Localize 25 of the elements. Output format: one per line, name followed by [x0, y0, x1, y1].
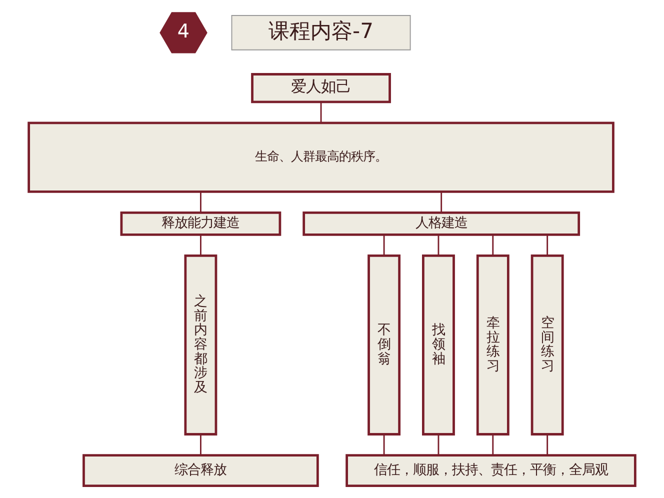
connector: [200, 434, 202, 456]
connector: [546, 234, 548, 256]
node-box: 找领袖: [422, 254, 455, 436]
node-box: 释放能力建造: [120, 212, 282, 236]
node-box: 生命、人群最高的秩序。: [28, 122, 614, 193]
connector: [492, 434, 494, 456]
node-box: 课程内容-7: [231, 15, 411, 50]
connector: [320, 102, 322, 123]
node-box: 之前内容都涉及: [184, 254, 218, 436]
connector: [383, 434, 385, 456]
connector: [200, 234, 202, 256]
node-box: 综合释放: [82, 454, 319, 487]
node-box: 信任，顺服，扶持、责任，平衡，全局观: [346, 454, 636, 487]
connector: [383, 234, 385, 256]
connector: [492, 234, 494, 256]
connector: [438, 234, 440, 256]
node-box: 牵拉练习: [476, 254, 510, 436]
node-box: 人格建造: [302, 212, 580, 236]
node-box: 空间练习: [530, 254, 564, 436]
node-box: 爱人如己: [251, 73, 391, 104]
connector: [200, 192, 202, 212]
connector: [546, 434, 548, 456]
node-box: 不倒翁: [368, 254, 401, 436]
connector: [440, 192, 442, 212]
connector: [438, 434, 440, 456]
